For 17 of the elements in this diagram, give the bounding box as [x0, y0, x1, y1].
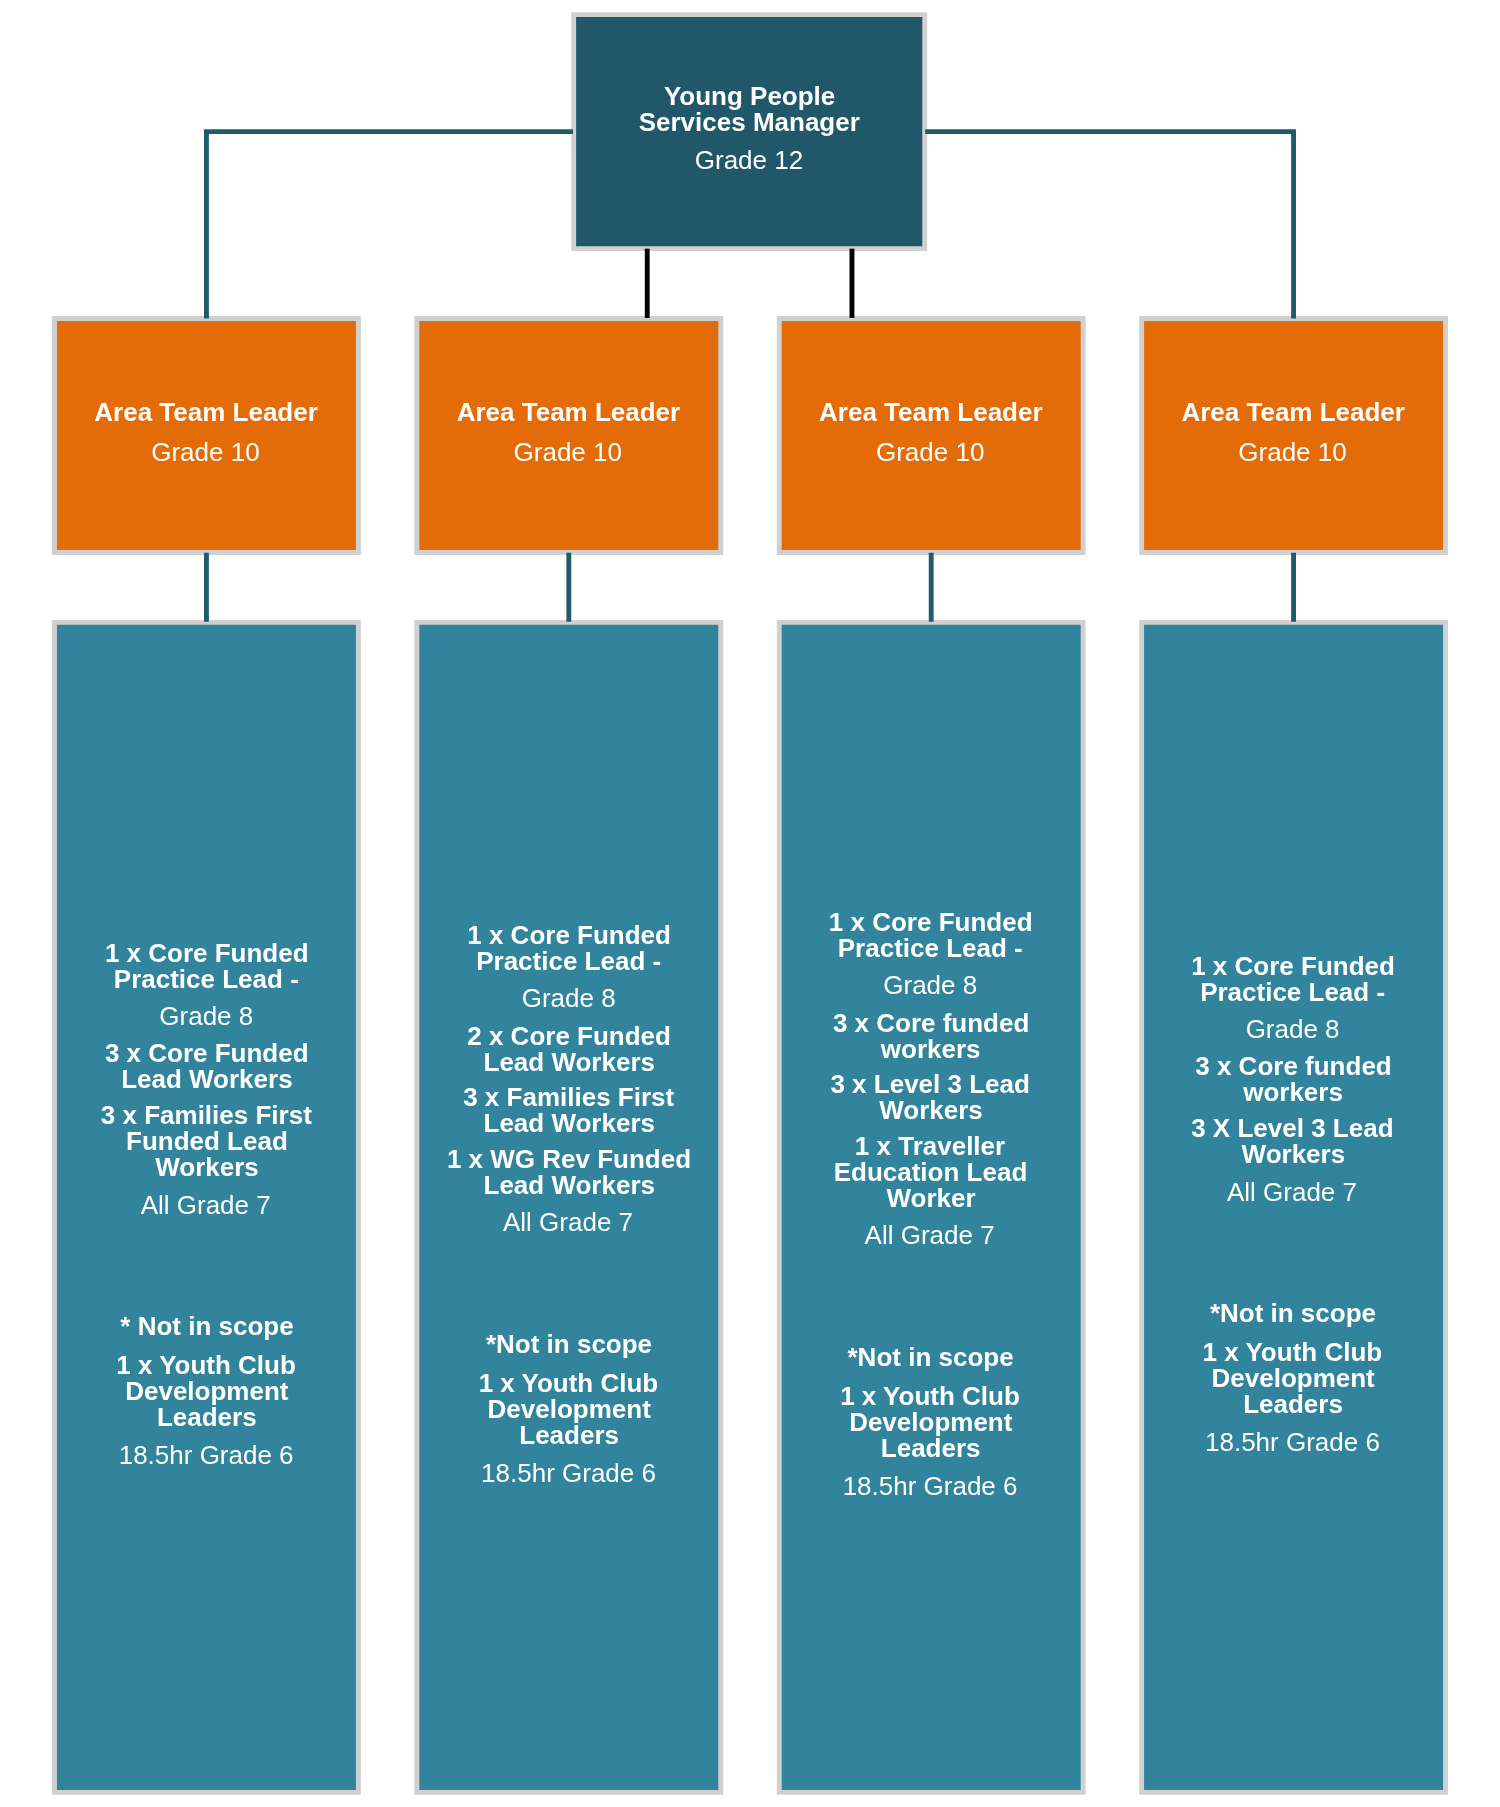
connector: [204, 552, 209, 622]
node-box: Area Team Leader Grade 10: [414, 316, 724, 555]
connector: [925, 129, 1296, 319]
connector: [644, 248, 650, 318]
node-box: Young People Services Manager Grade 12: [571, 12, 928, 252]
node-box: Area Team Leader Grade 10: [776, 316, 1086, 555]
connector: [204, 129, 573, 319]
node-box: Area Team Leader Grade 10: [52, 316, 361, 555]
node-box: 1 x Core Funded Practice Lead - Grade 8 2 x Core Funded Lead Workers 3 x Families First Lead Workers 1 x WG Rev Funded Lead Workers All Grade 7 *Not in scope 1 x Youth Club Development Leaders 18.5hr Grade 6: [414, 619, 724, 1795]
node-box: Area Team Leader Grade 10: [1139, 316, 1448, 555]
node-box: 1 x Core Funded Practice Lead - Grade 8 3 x Core funded workers 3 X Level 3 Lead Workers All Grade 7 *Not in scope 1 x Youth Club Development Leaders 18.5hr Grade 6: [1139, 619, 1448, 1795]
connector: [849, 248, 855, 318]
node-box: 1 x Core Funded Practice Lead - Grade 8 3 x Core funded workers 3 x Level 3 Lead Workers 1 x Traveller Education Lead Worker All Grade 7 *Not in scope 1 x Youth Club Development Leaders 18.5hr Grade 6: [776, 619, 1086, 1795]
node-box: 1 x Core Funded Practice Lead - Grade 8 3 x Core Funded Lead Workers 3 x Families First Funded Lead Workers All Grade 7 * Not in scope 1 x Youth Club Development Leaders 18.5hr Grade 6: [52, 619, 361, 1795]
connector: [566, 552, 572, 622]
connector: [928, 552, 934, 622]
connector: [1291, 552, 1296, 622]
